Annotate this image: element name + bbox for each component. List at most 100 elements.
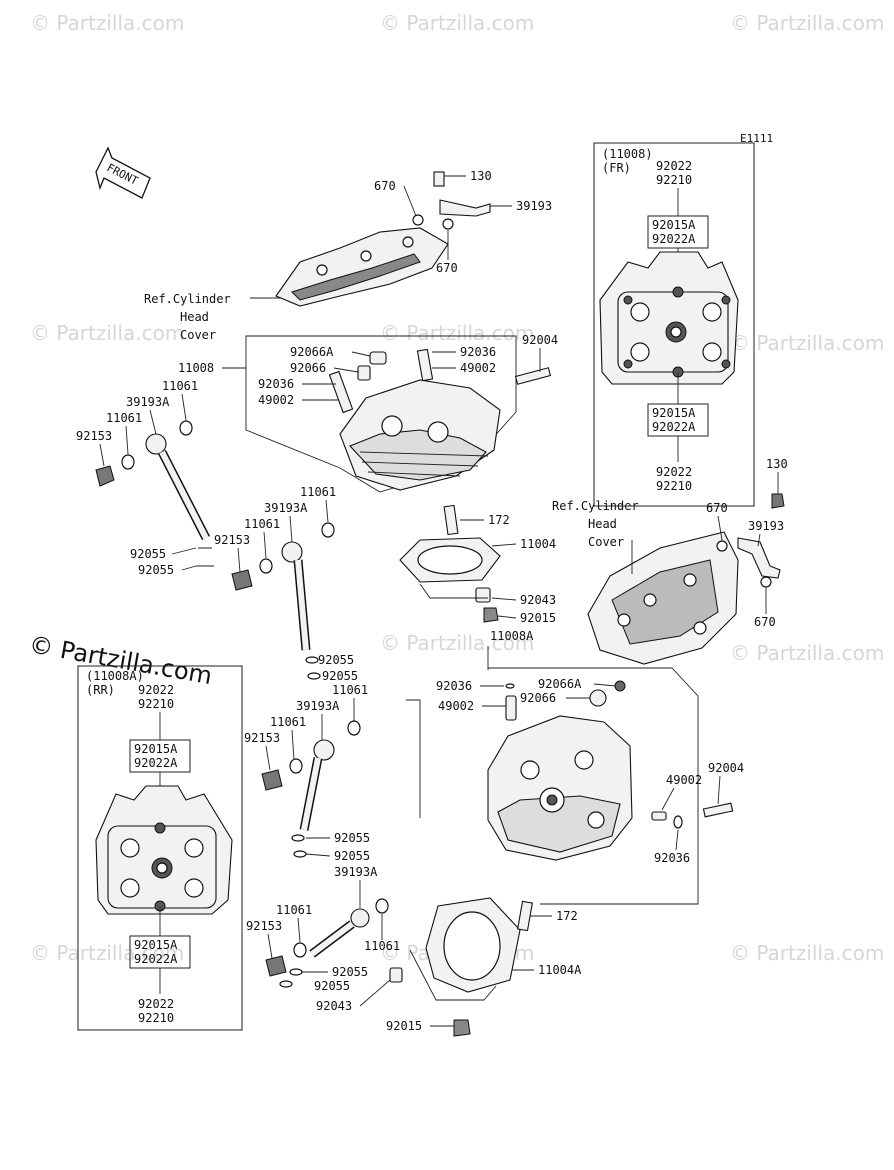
ref-label: Head (180, 310, 209, 324)
part-number: 49002 (438, 699, 474, 713)
part-number: 92055 (318, 653, 354, 667)
valve-parts-rear (505, 680, 734, 829)
part-number: 92015A (652, 406, 696, 420)
part-number: 92015A (652, 218, 696, 232)
ref-label: Ref.Cylinder (144, 292, 231, 306)
valve-stud-92004-front (514, 367, 552, 385)
part-number: 92015 (386, 1019, 422, 1033)
cylinder-head-cover-front (275, 227, 449, 307)
valve-guide-cap-front (328, 348, 434, 414)
part-number: 92153 (214, 533, 250, 547)
front-arrow-icon: FRONT (95, 146, 151, 199)
part-number: 92022 (656, 159, 692, 173)
cylinder-head-front (245, 335, 517, 493)
part-number: 670 (436, 261, 458, 275)
part-number: 92022A (134, 756, 178, 770)
part-number: 11061 (276, 903, 312, 917)
part-number: 92153 (244, 731, 280, 745)
part-number: 92043 (316, 999, 352, 1013)
watermark: © Partzilla.com (30, 11, 184, 35)
part-number: 92153 (246, 919, 282, 933)
part-number: 92210 (138, 697, 174, 711)
part-labels: 130 670 39193 670 11008 92066A 92066 920… (76, 169, 788, 1033)
part-number: 92036 (460, 345, 496, 359)
part-number: 92210 (656, 173, 692, 187)
watermark: © Partzilla.com (730, 941, 884, 965)
part-number: 11061 (106, 411, 142, 425)
inset-header: (FR) (602, 161, 631, 175)
part-number: 49002 (666, 773, 702, 787)
breather-fitting-rear (716, 493, 785, 588)
part-number: 172 (488, 513, 510, 527)
cylinder-head-rear (406, 667, 699, 905)
part-number: 92022 (138, 683, 174, 697)
part-number: 92036 (258, 377, 294, 391)
part-number: 670 (374, 179, 396, 193)
oil-pipe-lower-middle (261, 720, 361, 858)
part-number: 92210 (656, 479, 692, 493)
part-number: 92055 (138, 563, 174, 577)
part-number: 39193A (334, 865, 378, 879)
part-number: 92055 (130, 547, 166, 561)
part-number: 130 (766, 457, 788, 471)
part-number: 39193 (516, 199, 552, 213)
cylinder-head-gasket-front (399, 504, 501, 623)
part-number: 92015A (134, 938, 178, 952)
part-number: 11004A (538, 963, 582, 977)
part-number: 92210 (138, 1011, 174, 1025)
oil-pipe-middle (231, 522, 335, 680)
inset-header: (11008A) (86, 669, 144, 683)
part-number: 92022A (652, 420, 696, 434)
oil-pipe-upper-left (95, 420, 214, 567)
part-number: 39193A (126, 395, 170, 409)
part-number: 49002 (258, 393, 294, 407)
part-number: 11061 (244, 517, 280, 531)
part-number: 92055 (332, 965, 368, 979)
part-number: 92036 (654, 851, 690, 865)
ref-label: Cover (180, 328, 216, 342)
watermark: © Partzilla.com (380, 11, 534, 35)
part-number: 92022A (652, 232, 696, 246)
part-number: 92043 (520, 593, 556, 607)
part-number: 11008 (178, 361, 214, 375)
part-number: 92055 (334, 831, 370, 845)
part-number: 92055 (322, 669, 358, 683)
breather-fitting-front (412, 171, 491, 230)
inset-box-front: (11008) (FR) 92022 92210 92015A 92022A 9… (593, 142, 755, 507)
inset-header: (11008) (602, 147, 653, 161)
watermark: © Partzilla.com (380, 321, 534, 345)
part-number: 49002 (460, 361, 496, 375)
part-number: 130 (470, 169, 492, 183)
part-number: 92004 (522, 333, 558, 347)
watermark: © Partzilla.com (30, 941, 184, 965)
ref-label: Cover (588, 535, 624, 549)
part-number: 11061 (364, 939, 400, 953)
part-number: 39193 (748, 519, 784, 533)
part-number: 172 (556, 909, 578, 923)
part-number: 92036 (436, 679, 472, 693)
part-number: 92022 (138, 997, 174, 1011)
diagram-id: E1111 (740, 132, 773, 145)
part-number: 92055 (334, 849, 370, 863)
part-number: 39193A (264, 501, 308, 515)
part-number: 11008A (490, 629, 534, 643)
inset-header: (RR) (86, 683, 115, 697)
part-number: 11061 (300, 485, 336, 499)
part-number: 39193A (296, 699, 340, 713)
watermark: © Partzilla.com (380, 631, 534, 655)
part-number: 92015A (134, 742, 178, 756)
part-number: 92015 (520, 611, 556, 625)
oil-pipe-bottom (265, 898, 389, 988)
part-number: 92004 (708, 761, 744, 775)
part-number: 92055 (314, 979, 350, 993)
ref-label: Ref.Cylinder (552, 499, 639, 513)
cylinder-head-cover-rear (587, 531, 739, 665)
part-number: 11061 (270, 715, 306, 729)
part-number: 92022A (134, 952, 178, 966)
part-number: 92066 (290, 361, 326, 375)
part-number: 92066A (538, 677, 582, 691)
part-number: 670 (706, 501, 728, 515)
part-number: 11004 (520, 537, 556, 551)
ref-label: Head (588, 517, 617, 531)
